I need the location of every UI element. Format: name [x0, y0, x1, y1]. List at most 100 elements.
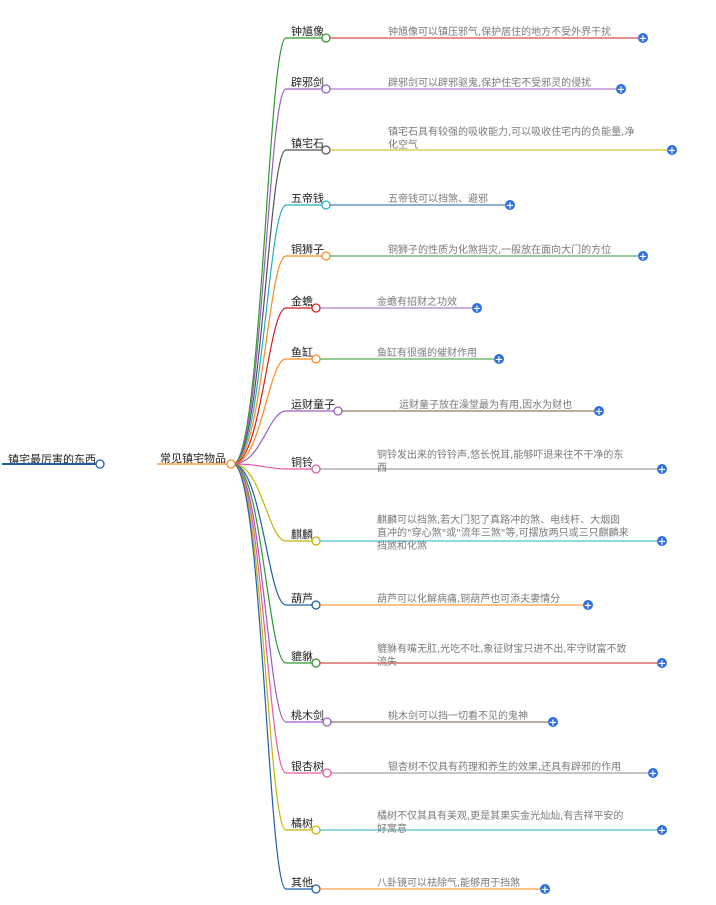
- branch-toggle[interactable]: [311, 354, 321, 364]
- main-node[interactable]: 常见镇宅物品: [157, 451, 236, 469]
- root-toggle[interactable]: [95, 459, 105, 469]
- branch-toggle[interactable]: [311, 464, 321, 474]
- branch-node[interactable]: 其他八卦镜可以祛除气,能够用于挡煞+: [286, 876, 550, 896]
- expand-button[interactable]: +: [472, 303, 482, 315]
- expand-button[interactable]: +: [540, 884, 550, 896]
- plus-symbol: +: [649, 769, 657, 780]
- branch-toggle[interactable]: [322, 768, 332, 778]
- branch-toggle[interactable]: [311, 303, 321, 313]
- plus-symbol: +: [639, 252, 647, 263]
- branch-node[interactable]: 辟邪剑辟邪剑可以辟邪驱鬼,保护住宅不受邪灵的侵扰+: [286, 75, 626, 96]
- plus-symbol: +: [541, 885, 549, 896]
- branch-label: 铜铃: [291, 455, 313, 469]
- plus-icon: [638, 33, 648, 43]
- plus-symbol: +: [584, 601, 592, 612]
- description-text: 桃木剑可以挡一切看不见的鬼神: [388, 709, 528, 722]
- plus-icon: [472, 303, 482, 313]
- expand-button[interactable]: +: [657, 536, 667, 548]
- branch-toggle[interactable]: [322, 717, 332, 727]
- description-text: 镇宅石具有较强的吸收能力,可以吸收住宅内的负能量,净: [388, 125, 634, 138]
- branch-toggle[interactable]: [333, 406, 343, 416]
- description-text: 五帝钱可以挡煞、避邪: [388, 192, 488, 205]
- plus-icon: [616, 84, 626, 94]
- expand-button[interactable]: +: [616, 84, 626, 96]
- branch-label: 桃木剑: [291, 708, 324, 722]
- expand-button[interactable]: +: [638, 33, 648, 45]
- plus-symbol: +: [473, 304, 481, 315]
- branch-node[interactable]: 银杏树银杏树不仅具有药理和养生的效果,还具有辟邪的作用+: [286, 759, 658, 780]
- description-text: 貔貅有嘴无肛,光吃不吐,象征财宝只进不出,牢守财富不致: [377, 642, 627, 655]
- branch-toggle[interactable]: [321, 251, 331, 261]
- branch-label: 运财童子: [291, 397, 335, 411]
- main-toggle[interactable]: [226, 459, 236, 469]
- expand-button[interactable]: +: [583, 600, 593, 612]
- branch-node[interactable]: 运财童子 运财童子放在澡堂最为有用,因水为财也 +: [286, 397, 604, 418]
- branch-toggle[interactable]: [311, 600, 321, 610]
- branch-toggle[interactable]: [321, 145, 331, 155]
- expand-button[interactable]: +: [657, 658, 667, 670]
- branch-connector: [232, 463, 287, 606]
- description-text: 麒麟可以挡煞,若大门犯了真路冲的煞、电线杆、大烟囱: [377, 513, 620, 526]
- description-text: 运财童子放在澡堂最为有用,因水为财也: [399, 398, 572, 411]
- branch-connector: [232, 88, 287, 465]
- plus-icon: [494, 354, 504, 364]
- expand-button[interactable]: +: [548, 717, 558, 729]
- expand-button[interactable]: +: [638, 251, 648, 263]
- plus-icon: [548, 717, 558, 727]
- branch-toggle[interactable]: [311, 825, 321, 835]
- branch-label: 貔貅: [291, 650, 313, 663]
- expand-button[interactable]: +: [657, 464, 667, 476]
- expand-button[interactable]: +: [667, 145, 677, 157]
- branch-node[interactable]: 麒麟麒麟可以挡煞,若大门犯了真路冲的煞、电线杆、大烟囱直冲的"穿心煞"或"流年三…: [286, 513, 667, 552]
- branch-connector: [232, 463, 287, 831]
- plus-symbol: +: [506, 201, 514, 212]
- expand-button[interactable]: +: [657, 825, 667, 837]
- expand-button[interactable]: +: [648, 768, 658, 780]
- branch-toggle[interactable]: [321, 33, 331, 43]
- root-node[interactable]: 镇宅最厉害的东西: [2, 452, 105, 469]
- description-text: 八卦镜可以祛除气,能够用于挡煞: [377, 876, 520, 889]
- plus-symbol: +: [617, 85, 625, 96]
- expand-button[interactable]: +: [494, 354, 504, 366]
- branch-label: 镇宅石: [291, 136, 324, 150]
- branch-connector: [232, 149, 287, 465]
- plus-icon: [638, 251, 648, 261]
- branch-toggle[interactable]: [311, 884, 321, 894]
- plus-symbol: +: [495, 355, 503, 366]
- plus-icon: [657, 658, 667, 668]
- plus-symbol: +: [549, 718, 557, 729]
- branch-label: 橘树: [291, 816, 313, 830]
- description-text: 铜铃发出来的铃铃声,悠长悦耳,能够吓退来往不干净的东: [377, 448, 623, 461]
- description-text: 流失: [377, 655, 397, 668]
- expand-button[interactable]: +: [594, 406, 604, 418]
- branch-node[interactable]: 铜狮子铜狮子的性质为化煞挡灾,一般放在面向大门的方位+: [286, 242, 648, 263]
- branch-list: 钟馗像钟馗像可以镇压邪气,保护居住的地方不受外界干扰+辟邪剑辟邪剑可以辟邪驱鬼,…: [286, 24, 677, 896]
- branch-node[interactable]: 金蟾金蟾有招财之功效+: [286, 294, 482, 315]
- plus-symbol: +: [668, 146, 676, 157]
- branch-node[interactable]: 葫芦葫芦可以化解病痛,铜葫芦也可添夫妻情分+: [286, 592, 593, 612]
- branch-node[interactable]: 五帝钱 五帝钱可以挡煞、避邪 +: [286, 191, 515, 212]
- branch-toggle[interactable]: [321, 200, 331, 210]
- expand-button[interactable]: +: [505, 200, 515, 212]
- branch-label: 钟馗像: [291, 24, 324, 38]
- description-text: 西: [377, 463, 387, 474]
- branch-label: 鱼缸: [291, 345, 313, 359]
- plus-icon: [657, 825, 667, 835]
- branch-node[interactable]: 桃木剑 桃木剑可以挡一切看不见的鬼神 +: [286, 708, 558, 729]
- plus-icon: [657, 464, 667, 474]
- description-text: 辟邪剑可以辟邪驱鬼,保护住宅不受邪灵的侵扰: [388, 76, 591, 89]
- branch-node[interactable]: 鱼缸鱼缸有很强的催财作用+: [286, 345, 504, 366]
- branch-label: 五帝钱: [291, 191, 324, 205]
- branch-toggle[interactable]: [311, 536, 321, 546]
- plus-icon: [657, 536, 667, 546]
- branch-node[interactable]: 钟馗像钟馗像可以镇压邪气,保护居住的地方不受外界干扰+: [286, 24, 648, 45]
- branch-toggle[interactable]: [311, 658, 321, 668]
- connector-lines: [232, 37, 287, 890]
- branch-toggle[interactable]: [321, 84, 331, 94]
- plus-icon: [594, 406, 604, 416]
